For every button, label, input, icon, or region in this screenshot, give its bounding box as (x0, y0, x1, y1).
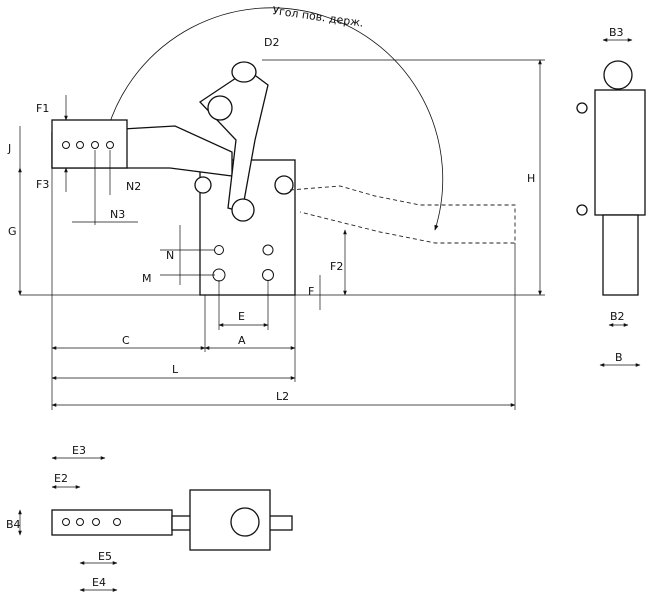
side-lower (602, 214, 639, 296)
closed-position-outline (289, 185, 516, 244)
label-B3: B3 (609, 26, 624, 39)
label-E2: E2 (54, 472, 68, 485)
label-B4: B4 (6, 518, 21, 531)
label-J: J (7, 142, 11, 155)
front-view (20, 7, 545, 296)
side-bolt-bottom (576, 204, 588, 216)
label-C: C (122, 334, 130, 347)
label-E: E (238, 310, 245, 323)
top-handle-grip (230, 507, 260, 537)
label-G: G (8, 225, 17, 238)
label-E4: E4 (92, 576, 106, 589)
pivot-left (194, 176, 212, 194)
label-D2: D2 (264, 36, 279, 49)
pivot-top (207, 95, 233, 121)
label-B2: B2 (610, 310, 625, 323)
pivot-mid (231, 198, 255, 222)
handle-grip (231, 61, 257, 83)
label-N3: N3 (110, 208, 125, 221)
side-body (594, 89, 646, 216)
label-H: H (527, 172, 535, 185)
side-handle-grip (603, 60, 633, 90)
label-M: M (142, 272, 152, 285)
label-L2: L2 (276, 390, 289, 403)
label-E3: E3 (72, 444, 86, 457)
pivot-right (274, 175, 294, 195)
angle-label: Угол пов. держ. (272, 4, 365, 30)
label-E5: E5 (98, 550, 112, 563)
label-B: B (615, 351, 623, 364)
top-arm (51, 509, 173, 536)
label-L: L (172, 363, 179, 376)
top-holes (62, 518, 121, 526)
label-A: A (238, 334, 246, 347)
side-view (576, 38, 646, 367)
label-N: N (166, 249, 174, 262)
label-F1: F1 (36, 102, 49, 115)
side-bolt-top (576, 102, 588, 114)
label-F2: F2 (330, 260, 343, 273)
spindle-holes (62, 141, 114, 149)
top-view (18, 456, 293, 592)
swing-angle-arc (107, 7, 444, 231)
label-F3: F3 (36, 178, 49, 191)
front-dimensions (18, 59, 545, 410)
label-F: F (308, 285, 314, 298)
label-N2: N2 (126, 180, 141, 193)
